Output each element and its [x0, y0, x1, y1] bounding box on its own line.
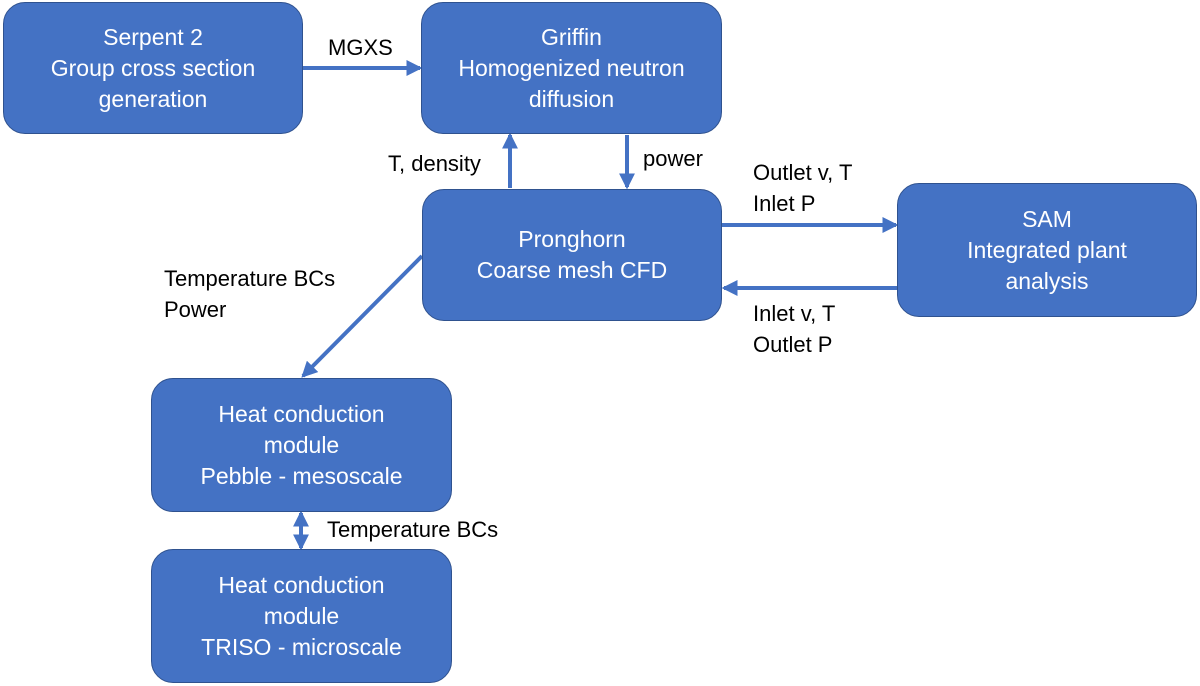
edge-label-t-density: T, density [388, 148, 481, 179]
edge-label-inlet-from-sam-line-2: Outlet P [753, 332, 833, 357]
node-sam-line-2: Integrated plant [967, 236, 1127, 263]
edge-label-temperature-bcs: Temperature BCs [327, 514, 498, 545]
node-triso: Heat conduction module TRISO - microscal… [151, 549, 452, 683]
edge-label-t-density-line-1: T, density [388, 151, 481, 176]
node-pronghorn: Pronghorn Coarse mesh CFD [422, 189, 722, 321]
edge-label-power-line-1: power [643, 146, 703, 171]
edge-label-outlet-to-sam: Outlet v, T Inlet P [753, 157, 852, 219]
node-sam: SAM Integrated plant analysis [897, 183, 1197, 317]
arrow-pronghorn-to-pebble [301, 254, 424, 378]
edge-label-temperature-bcs-line-1: Temperature BCs [327, 517, 499, 542]
node-pebble-line-3: Pebble - mesoscale [200, 462, 403, 489]
node-griffin-line-2: Homogenized neutron [458, 54, 685, 81]
node-sam-line-3: analysis [1005, 267, 1089, 294]
node-pebble-line-2: module [263, 431, 340, 458]
edge-label-outlet-to-sam-line-1: Outlet v, T [753, 160, 853, 185]
node-pronghorn-line-1: Pronghorn [518, 226, 626, 252]
node-griffin: Griffin Homogenized neutron diffusion [421, 2, 722, 134]
edge-label-inlet-from-sam: Inlet v, T Outlet P [753, 298, 835, 360]
edge-label-mgxs: MGXS [328, 32, 393, 63]
node-serpent-line-1: Serpent 2 [103, 23, 203, 50]
node-serpent-line-2: Group cross section [50, 54, 256, 81]
node-pebble: Heat conduction module Pebble - mesoscal… [151, 378, 452, 512]
edge-label-inlet-from-sam-line-1: Inlet v, T [753, 301, 836, 326]
node-triso-line-1: Heat conduction [218, 571, 385, 598]
node-sam-line-1: SAM [1022, 205, 1072, 232]
edge-label-power: power [643, 143, 703, 174]
edge-label-outlet-to-sam-line-2: Inlet P [753, 191, 816, 216]
node-pronghorn-line-2: Coarse mesh CFD [476, 257, 668, 283]
node-triso-line-3: TRISO - microscale [201, 633, 402, 660]
node-serpent-line-3: generation [98, 85, 208, 112]
edge-label-temperature-power-line-1: Temperature BCs [164, 266, 336, 291]
edge-label-temperature-power-line-2: Power [164, 297, 227, 322]
node-triso-line-2: module [263, 602, 340, 629]
node-griffin-line-3: diffusion [528, 85, 615, 112]
node-serpent: Serpent 2 Group cross section generation [3, 2, 303, 134]
node-pebble-line-1: Heat conduction [218, 400, 385, 427]
edge-label-mgxs-line-1: MGXS [328, 35, 393, 60]
node-griffin-line-1: Griffin [541, 23, 602, 50]
edge-label-temperature-power: Temperature BCs Power [164, 263, 335, 325]
